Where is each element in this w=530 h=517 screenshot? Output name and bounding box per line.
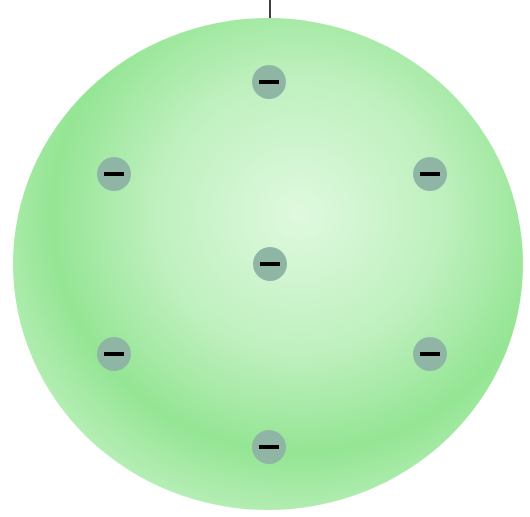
negative-charge <box>413 157 447 191</box>
negative-charge <box>97 337 131 371</box>
minus-sign-icon <box>260 262 280 266</box>
negative-charge <box>253 247 287 281</box>
minus-sign-icon <box>104 352 124 356</box>
minus-sign-icon <box>259 80 279 84</box>
minus-sign-icon <box>259 445 279 449</box>
negative-charge <box>413 337 447 371</box>
minus-sign-icon <box>420 172 440 176</box>
minus-sign-icon <box>104 172 124 176</box>
negative-charge <box>252 65 286 99</box>
minus-sign-icon <box>420 352 440 356</box>
negative-charge <box>97 157 131 191</box>
negative-charge <box>252 430 286 464</box>
